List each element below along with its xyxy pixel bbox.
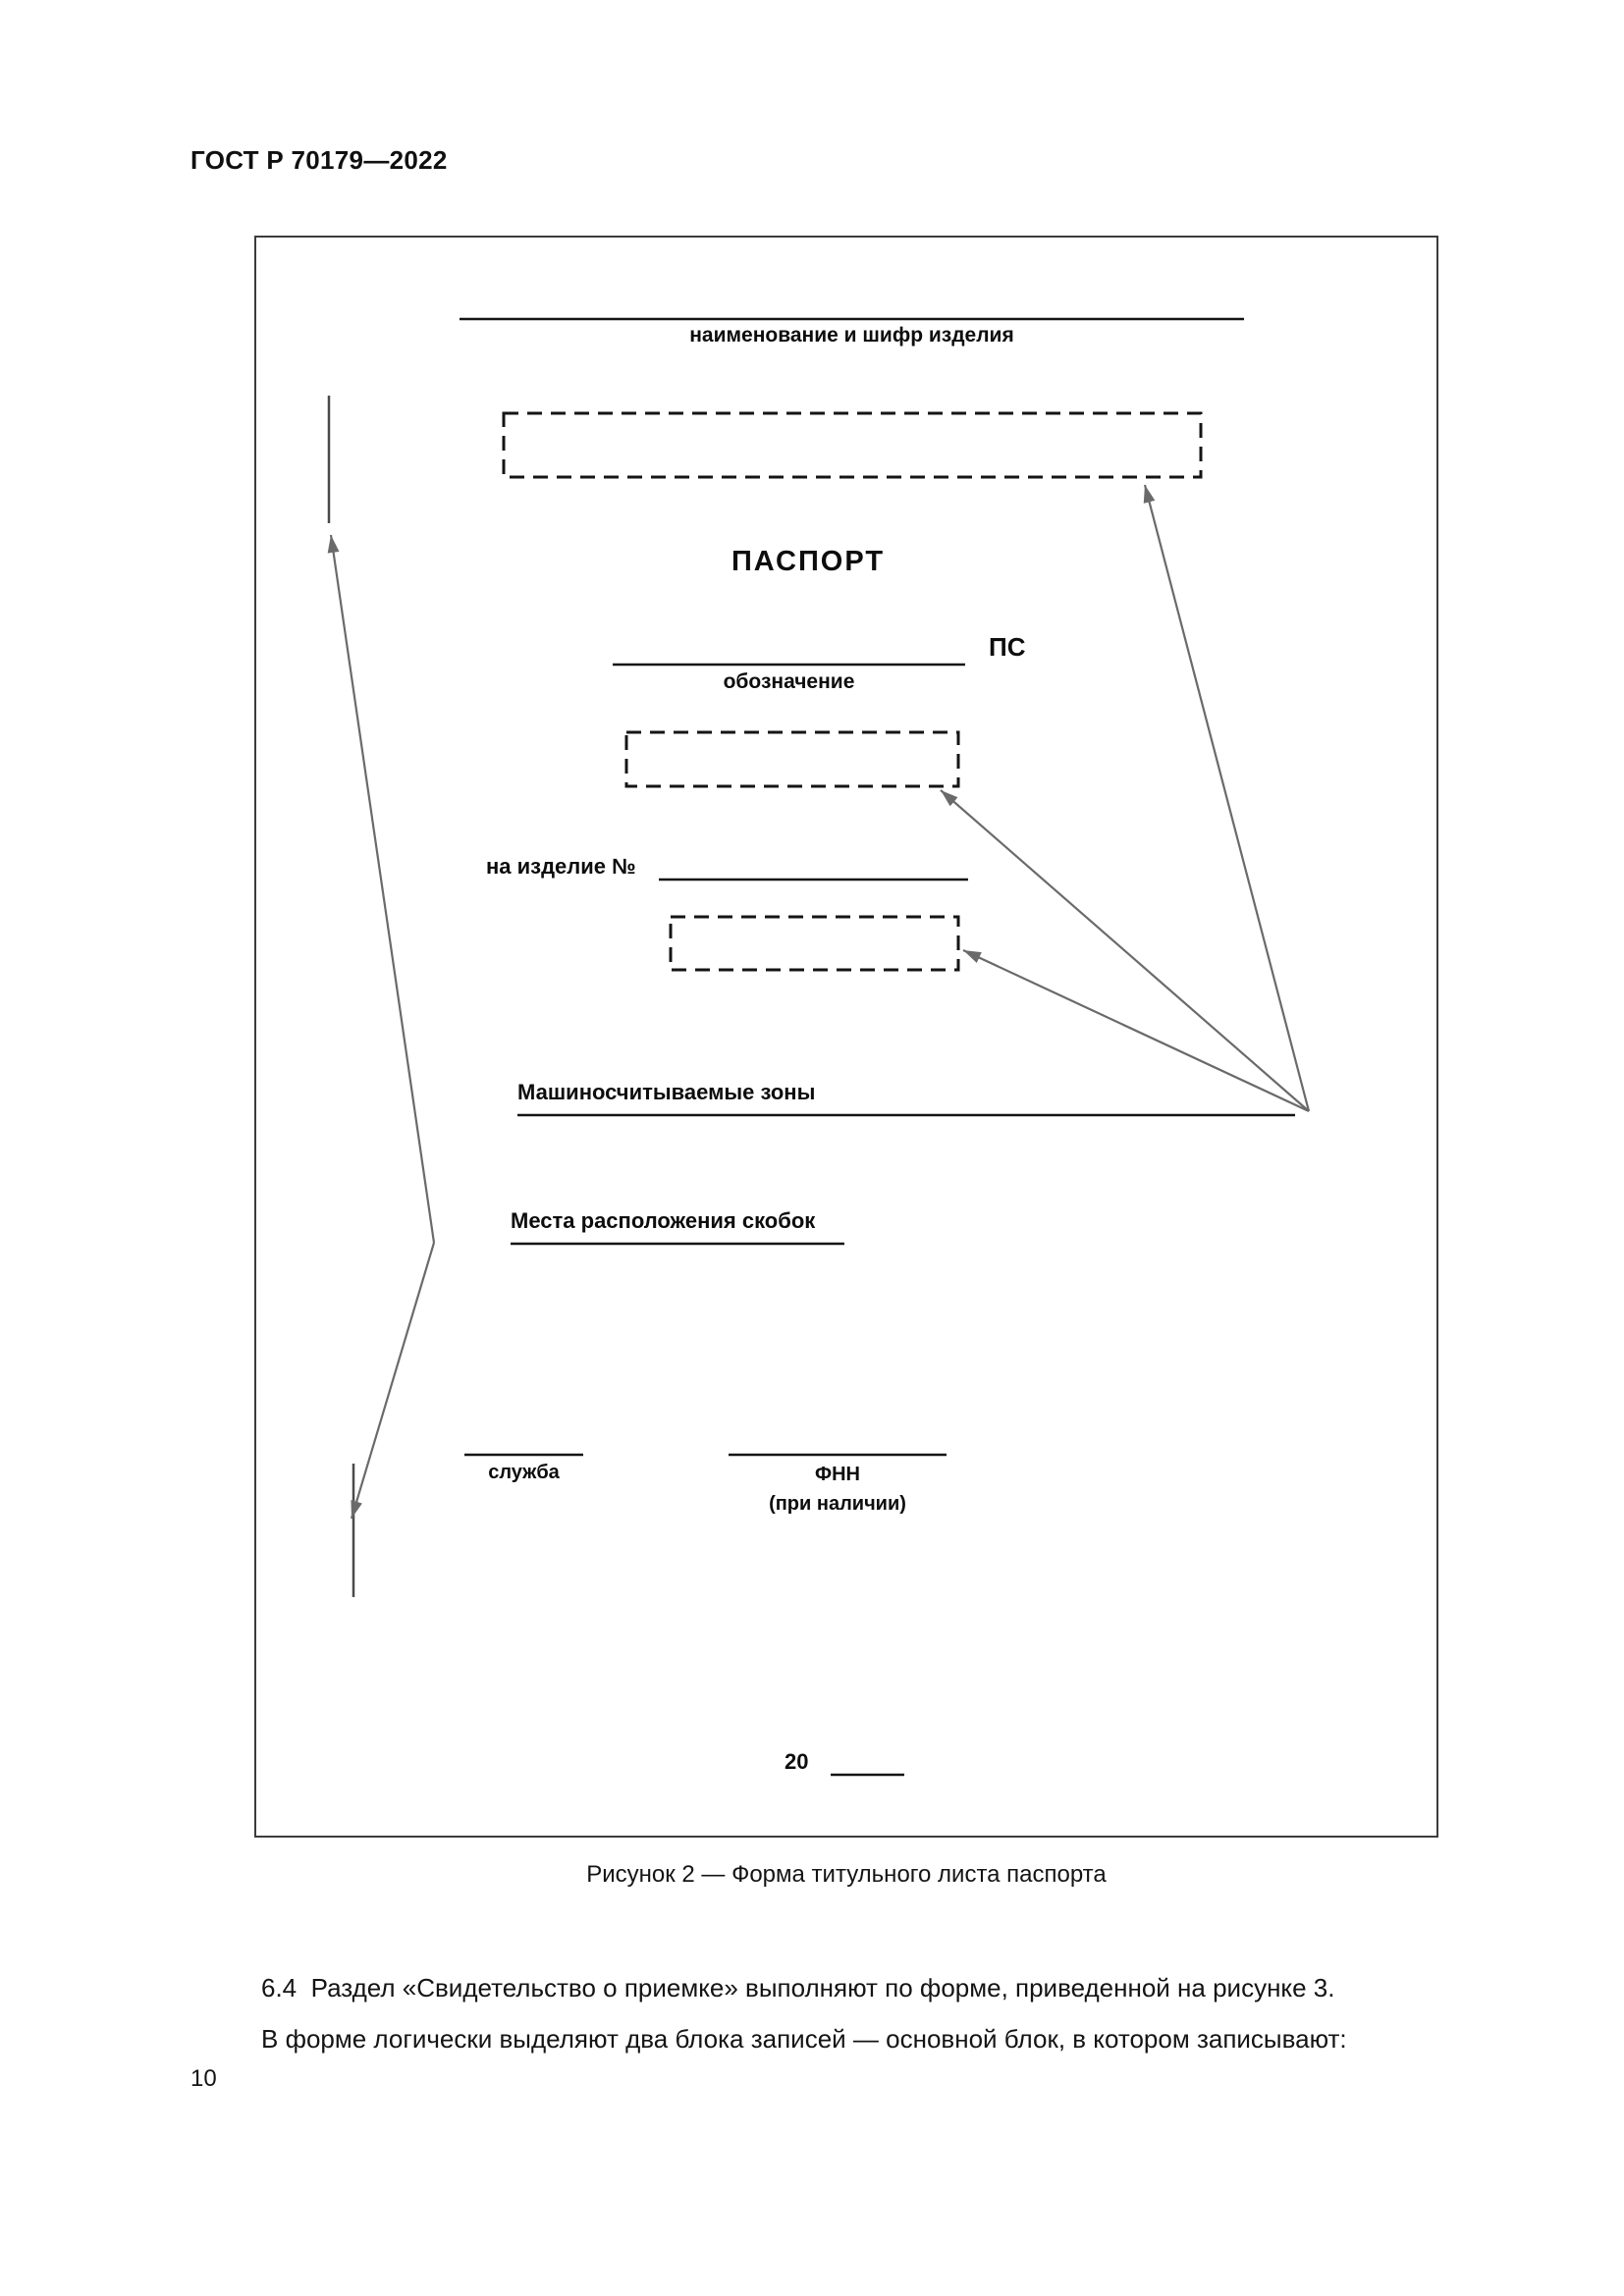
- paragraph-6-4: 6.4 Раздел «Свидетельство о приемке» вып…: [261, 1973, 1335, 2002]
- figure-graphics: [327, 317, 1311, 1777]
- designation-caption: обозначение: [723, 670, 855, 693]
- staple-places-label: Места расположения скобок: [511, 1208, 816, 1233]
- passport-title: ПАСПОРТ: [731, 546, 886, 577]
- document-header: ГОСТ Р 70179—2022: [190, 145, 448, 175]
- machine-zones-label: Машиносчитываемые зоны: [517, 1080, 816, 1104]
- arrow-to-zone-middle: [940, 789, 1310, 1112]
- machine-zone-arrows: [940, 484, 1311, 1112]
- service-caption: служба: [488, 1462, 560, 1483]
- fnn-caption: ФНН: [815, 1464, 860, 1485]
- fnn-note: (при наличии): [769, 1493, 906, 1515]
- arrow-to-zone-top: [1143, 484, 1311, 1112]
- year-prefix: 20: [785, 1749, 809, 1774]
- machine-zone-box-top: [502, 411, 1203, 479]
- figure-frame: наименование и шифр изделия ПАСПОРТ ПС о…: [254, 236, 1438, 1838]
- product-number-label: на изделие №: [486, 854, 636, 879]
- product-name-caption: наименование и шифр изделия: [689, 324, 1014, 347]
- machine-zone-box-middle: [624, 730, 960, 788]
- arrow-to-zone-bottom: [962, 949, 1310, 1112]
- ps-suffix: ПС: [989, 632, 1026, 662]
- staple-place-arrows: [327, 534, 436, 1520]
- figure-caption: Рисунок 2 — Форма титульного листа паспо…: [586, 1861, 1107, 1888]
- paragraph-form-blocks: В форме логически выделяют два блока зап…: [261, 2024, 1347, 2054]
- arrow-to-staple-top: [327, 534, 436, 1244]
- page-number: 10: [190, 2065, 217, 2092]
- machine-zone-box-bottom: [669, 915, 960, 972]
- arrow-to-staple-bottom: [350, 1242, 436, 1520]
